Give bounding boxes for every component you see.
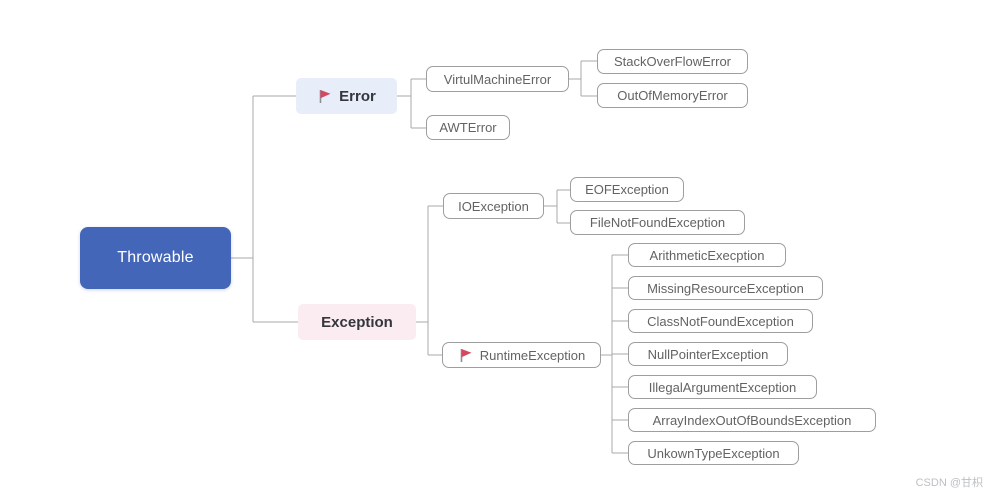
node-arrayindexoutofboundsexception[interactable]: ArrayIndexOutOfBoundsException <box>628 408 876 432</box>
node-arithmeticexecption-label: ArithmeticExecption <box>649 247 765 263</box>
csdn-watermark: CSDN @甘枳 <box>915 477 983 489</box>
node-stackoverflowerror-label: StackOverFlowError <box>613 54 732 69</box>
node-nullpointerexception[interactable]: NullPointerException <box>628 342 788 366</box>
node-virtulmachineerror[interactable]: VirtulMachineError <box>426 66 569 92</box>
node-throwable[interactable]: Throwable <box>80 227 231 289</box>
node-eofexception-label: EOFException <box>585 182 669 197</box>
node-arrayindexoutofboundsexception-label: ArrayIndexOutOfBoundsException <box>652 412 852 428</box>
node-runtimeexception-label: RuntimeException <box>479 347 586 363</box>
node-exception-label: Exception <box>321 313 393 331</box>
node-missingresourceexception[interactable]: MissingResourceException <box>628 276 823 300</box>
node-filenotfoundexception-label: FileNotFoundException <box>589 215 726 230</box>
node-filenotfoundexception[interactable]: FileNotFoundException <box>570 210 745 235</box>
node-unkowntypeexception-label: UnkownTypeException <box>647 445 780 461</box>
node-classnotfoundexception[interactable]: ClassNotFoundException <box>628 309 813 333</box>
flag-icon <box>458 347 473 363</box>
node-nullpointerexception-label: NullPointerException <box>647 346 769 362</box>
node-classnotfoundexception-label: ClassNotFoundException <box>647 313 794 329</box>
node-illegalargumentexception-label: IllegalArgumentException <box>648 379 797 395</box>
node-arithmeticexecption[interactable]: ArithmeticExecption <box>628 243 786 267</box>
node-stackoverflowerror[interactable]: StackOverFlowError <box>597 49 748 74</box>
node-awterror-label: AWTError <box>439 120 497 135</box>
node-unkowntypeexception[interactable]: UnkownTypeException <box>628 441 799 465</box>
node-exception[interactable]: Exception <box>298 304 416 340</box>
node-throwable-label: Throwable <box>117 249 194 266</box>
node-outofmemoryerror-label: OutOfMemoryError <box>617 88 728 103</box>
node-ioexception[interactable]: IOException <box>443 193 544 219</box>
flag-icon <box>317 88 332 104</box>
node-ioexception-label: IOException <box>458 198 529 214</box>
node-runtimeexception[interactable]: RuntimeException <box>442 342 601 368</box>
node-missingresourceexception-label: MissingResourceException <box>647 280 804 296</box>
node-outofmemoryerror[interactable]: OutOfMemoryError <box>597 83 748 108</box>
node-illegalargumentexception[interactable]: IllegalArgumentException <box>628 375 817 399</box>
node-eofexception[interactable]: EOFException <box>570 177 684 202</box>
node-virtulmachineerror-label: VirtulMachineError <box>443 71 552 87</box>
node-awterror[interactable]: AWTError <box>426 115 510 140</box>
node-error[interactable]: Error <box>296 78 397 114</box>
node-error-label: Error <box>339 87 376 105</box>
